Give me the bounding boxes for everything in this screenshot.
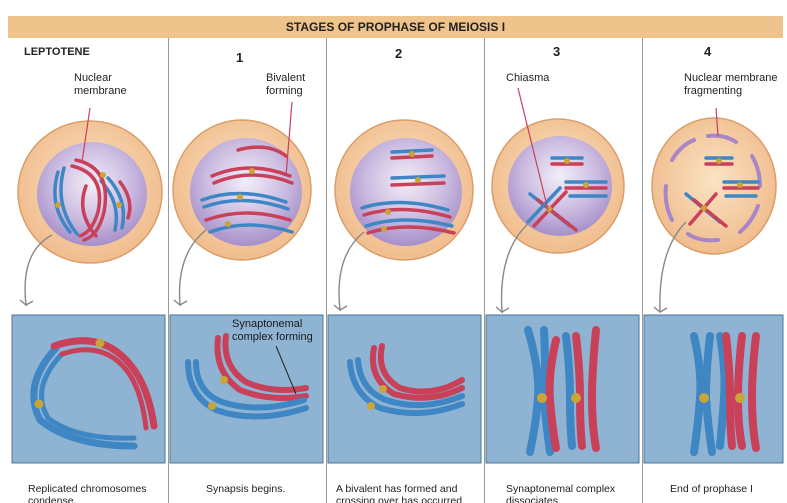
nuclear-membrane-label: Nuclear membrane [74, 72, 140, 98]
centromere [385, 209, 391, 215]
stage-heading-4: 4 [704, 44, 711, 59]
chromosome-red [576, 336, 582, 446]
nuclear-membrane-fragmenting-label: Nuclear membrane fragmenting [684, 72, 784, 98]
chromosome-red [392, 183, 444, 185]
centromere [701, 205, 707, 211]
centromere [699, 393, 709, 403]
chromosome-red [752, 336, 756, 448]
stage-caption: Synaptonemal complex dissociates. [506, 483, 638, 503]
chiasma-label: Chiasma [506, 72, 549, 85]
centromere [55, 202, 61, 208]
centromere [220, 376, 228, 384]
stage-caption: A bivalent has formed and crossing over … [336, 483, 482, 503]
centromere [249, 168, 255, 174]
chromosome-red [592, 330, 596, 448]
centromere [367, 402, 375, 410]
centromere [35, 400, 44, 409]
stage-heading-leptotene: LEPTOTENE [24, 46, 90, 59]
centromere [237, 194, 243, 200]
centromere [583, 182, 589, 188]
cell-cytoplasm [652, 118, 776, 254]
stage-heading-2: 2 [395, 46, 402, 61]
centromere [379, 385, 387, 393]
centromere [116, 202, 122, 208]
stage-caption: End of prophase I [670, 483, 782, 495]
centromere [100, 172, 106, 178]
centromere [564, 158, 570, 164]
centromere [415, 177, 421, 183]
chromosome-red [726, 336, 732, 446]
nucleus [508, 136, 612, 236]
centromere [225, 221, 231, 227]
stage-caption: Replicated chromosomes condense. [28, 483, 164, 503]
centromere [737, 182, 743, 188]
centromere [571, 393, 581, 403]
chromosome-blue [566, 336, 572, 446]
centromere [381, 226, 387, 232]
stage-caption: Synapsis begins. [206, 483, 316, 495]
centromere [716, 158, 722, 164]
bivalent-forming-label: Bivalent forming [266, 72, 322, 98]
centromere [409, 151, 415, 157]
centromere [96, 339, 105, 348]
stage-heading-3: 3 [553, 44, 560, 59]
stage-heading-1: 1 [236, 50, 243, 65]
chromosome-red [738, 336, 742, 446]
centromere [735, 393, 745, 403]
centromere [208, 402, 216, 410]
synaptonemal-complex-forming-label: Synaptonemal complex forming [232, 318, 320, 344]
centromere [537, 393, 547, 403]
